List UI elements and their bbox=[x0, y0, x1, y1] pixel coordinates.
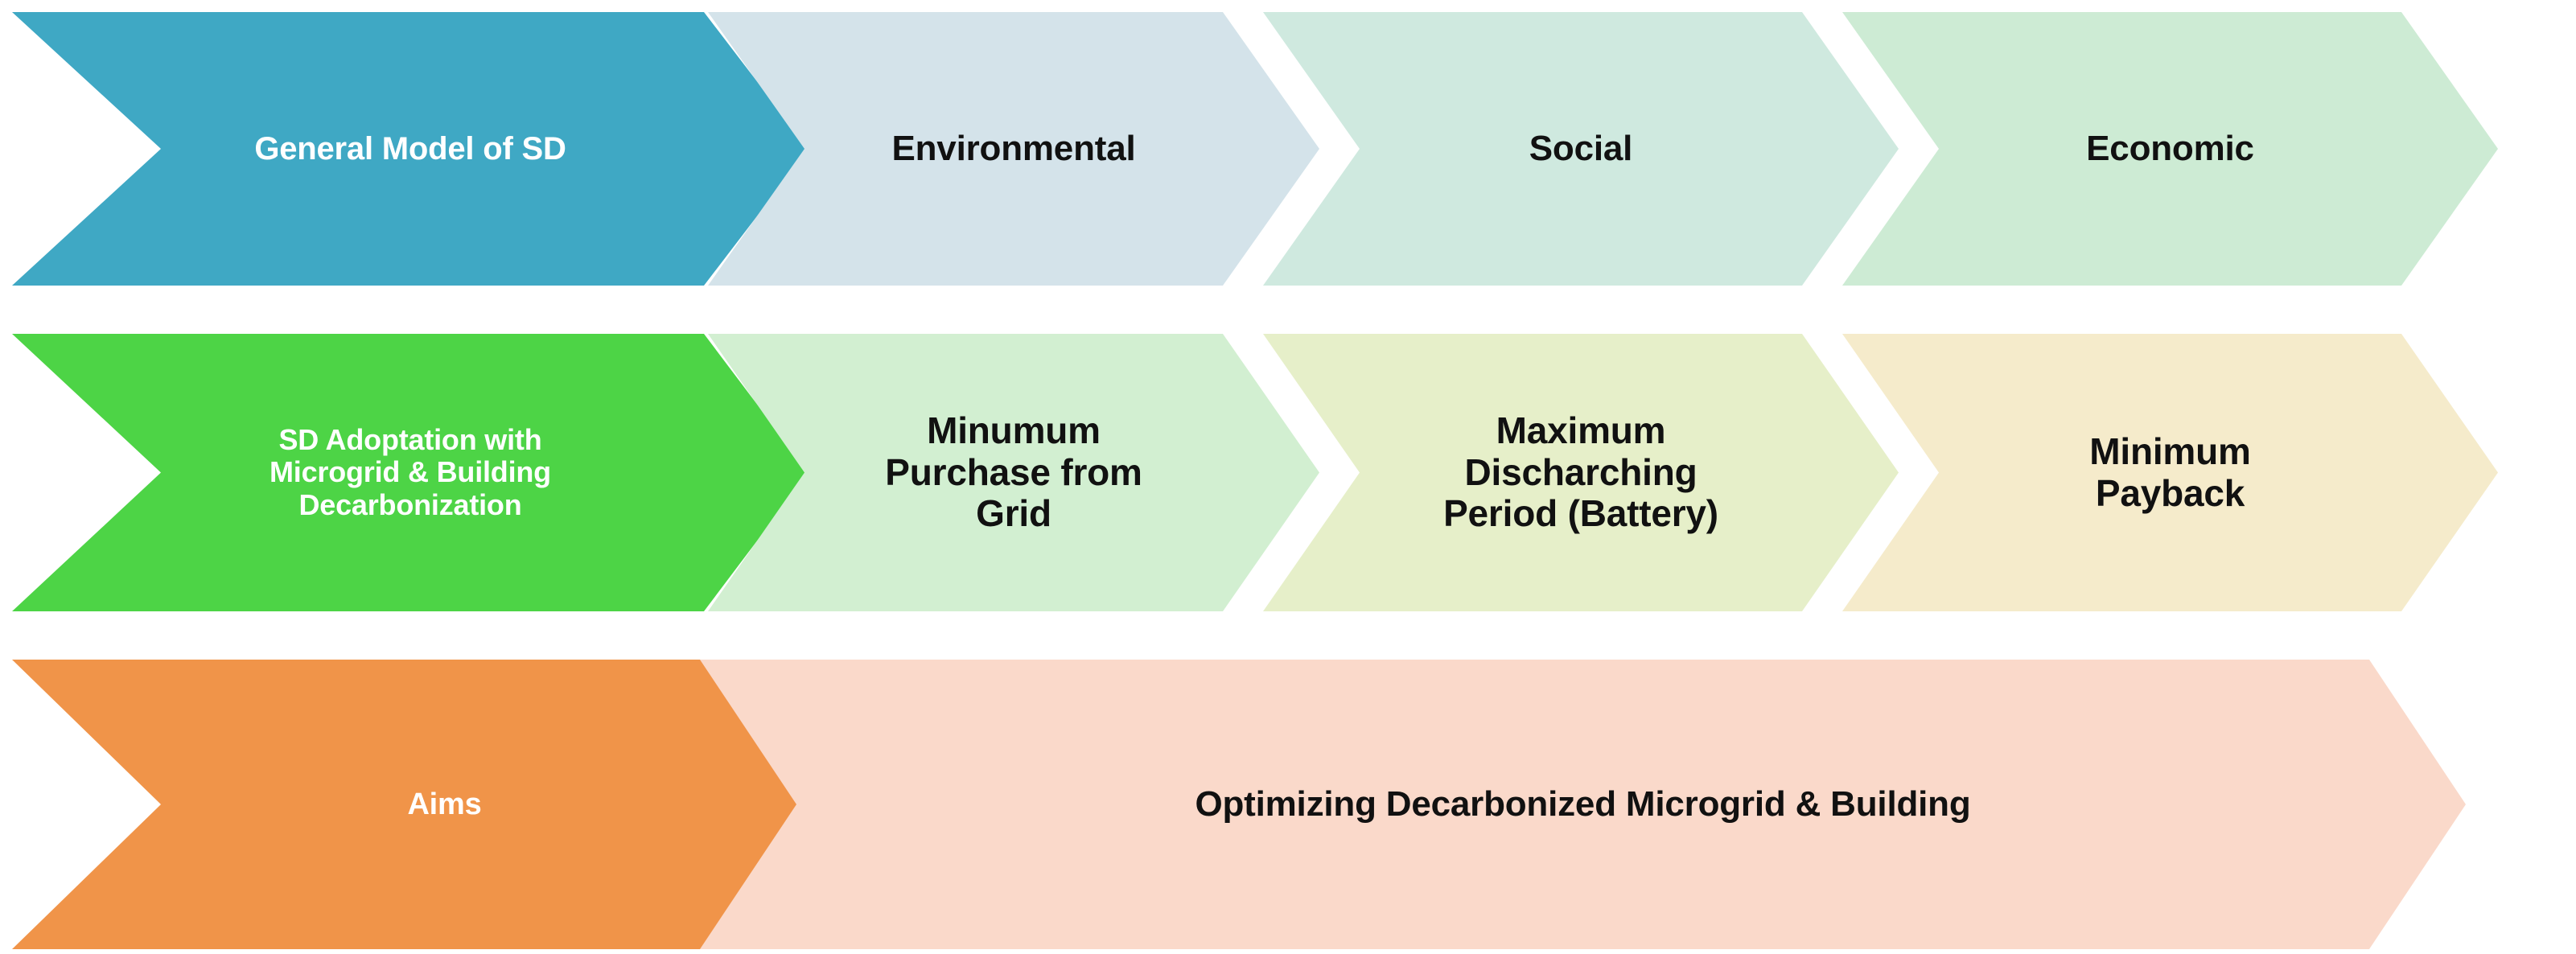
chevron-social[interactable]: Social bbox=[1263, 12, 1899, 286]
chevron-label-sd-adoptation: SD Adoptation with Microgrid & Building … bbox=[270, 423, 551, 521]
chevron-label-maximum-discharching-period: Maximum Discharching Period (Battery) bbox=[1443, 409, 1718, 535]
chevron-minimum-payback[interactable]: Minimum Payback bbox=[1842, 334, 2498, 611]
chevron-minumum-purchase-from-grid[interactable]: Minumum Purchase from Grid bbox=[708, 334, 1319, 611]
chevron-label-minumum-purchase-from-grid: Minumum Purchase from Grid bbox=[885, 409, 1142, 535]
chevron-label-aims: Aims bbox=[407, 787, 482, 821]
chevron-row-aims: Aims Optimizing Decarbonized Microgrid &… bbox=[0, 660, 2576, 949]
chevron-label-general-model-of-sd: General Model of SD bbox=[254, 130, 566, 167]
chevron-label-social: Social bbox=[1529, 129, 1633, 169]
chevron-maximum-discharching-period-battery[interactable]: Maximum Discharching Period (Battery) bbox=[1263, 334, 1899, 611]
chevron-label-minimum-payback: Minimum Payback bbox=[2089, 430, 2251, 514]
chevron-label-economic: Economic bbox=[2086, 129, 2254, 169]
chevron-environmental[interactable]: Environmental bbox=[708, 12, 1319, 286]
chevron-row-sd-adoptation: SD Adoptation with Microgrid & Building … bbox=[0, 334, 2576, 611]
chevron-label-environmental: Environmental bbox=[891, 129, 1136, 169]
chevron-sd-adoptation-with-microgrid-and-building-decarbonization[interactable]: SD Adoptation with Microgrid & Building … bbox=[12, 334, 809, 611]
chevron-general-model-of-sd[interactable]: General Model of SD bbox=[12, 12, 809, 286]
chevron-economic[interactable]: Economic bbox=[1842, 12, 2498, 286]
chevron-row-general-model: General Model of SD Environmental Social… bbox=[0, 12, 2576, 286]
chevron-optimizing-decarbonized-microgrid-and-building[interactable]: Optimizing Decarbonized Microgrid & Buil… bbox=[700, 660, 2466, 949]
chevron-label-optimizing-decarbonized-microgrid: Optimizing Decarbonized Microgrid & Buil… bbox=[1195, 784, 1971, 824]
